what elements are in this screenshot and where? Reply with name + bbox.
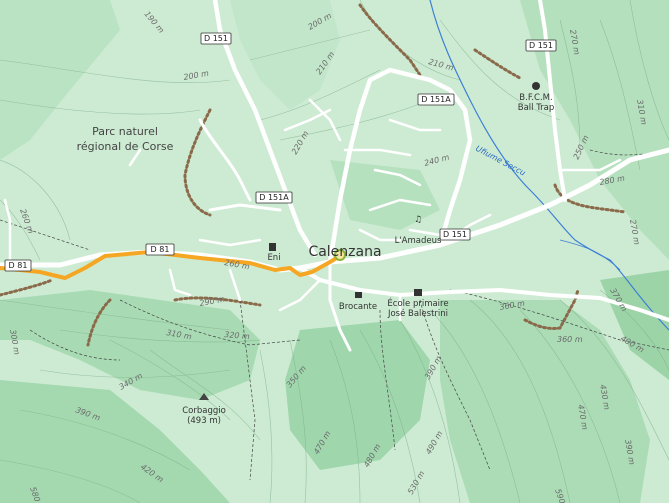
cafe-icon: ♫ <box>414 215 422 225</box>
poi-fuel[interactable]: Eni <box>267 243 281 263</box>
town-label[interactable]: Calenzana <box>308 244 381 260</box>
svg-text:José Balestrini: José Balestrini <box>387 308 448 319</box>
road-label-d151-1: D 151 <box>200 32 232 45</box>
park-label: Parc naturel <box>92 125 158 138</box>
svg-text:320 m: 320 m <box>224 330 250 341</box>
svg-text:430 m: 430 m <box>598 384 611 411</box>
svg-text:D 151: D 151 <box>443 230 467 239</box>
svg-text:270 m: 270 m <box>628 219 641 246</box>
hiking-trails <box>0 3 627 347</box>
shop-icon <box>355 292 362 298</box>
fuel-icon <box>269 243 276 251</box>
route-end-marker[interactable] <box>334 249 346 261</box>
park-label-2: régional de Corse <box>77 140 174 153</box>
svg-text:Corbaggio: Corbaggio <box>182 406 226 416</box>
svg-text:L'Amadeus: L'Amadeus <box>395 236 442 246</box>
club-icon <box>532 82 540 90</box>
svg-text:290 m: 290 m <box>199 295 226 308</box>
road-label-d151a-1: D 151A <box>417 93 455 106</box>
svg-text:D 151: D 151 <box>529 41 553 50</box>
svg-text:D 81: D 81 <box>151 245 170 254</box>
road-label-d151-2: D 151 <box>525 39 557 52</box>
svg-text:300 m: 300 m <box>8 329 21 356</box>
svg-text:310 m: 310 m <box>166 328 193 341</box>
poi-shop[interactable]: Brocante <box>339 292 377 312</box>
school-icon <box>414 289 422 296</box>
svg-text:360 m: 360 m <box>499 299 526 312</box>
road-label-d151-3: D 151 <box>439 228 471 241</box>
svg-text:B.F.C.M.: B.F.C.M. <box>519 93 552 103</box>
svg-text:(493 m): (493 m) <box>187 416 221 426</box>
svg-text:280 m: 280 m <box>599 174 626 187</box>
svg-text:470 m: 470 m <box>576 404 589 431</box>
svg-text:École primaire: École primaire <box>387 297 448 309</box>
road-label-d81-2: D 81 <box>4 259 32 272</box>
svg-text:270 m: 270 m <box>568 29 581 56</box>
svg-text:D 151A: D 151A <box>259 193 289 202</box>
svg-text:Brocante: Brocante <box>339 302 377 312</box>
svg-text:Eni: Eni <box>267 253 280 263</box>
poi-cafe[interactable]: ♫ L'Amadeus <box>395 215 442 246</box>
svg-text:260 m: 260 m <box>224 258 251 271</box>
poi-peak[interactable]: Corbaggio (493 m) <box>182 393 226 426</box>
svg-text:310 m: 310 m <box>635 99 648 126</box>
svg-text:D 151A: D 151A <box>421 95 451 104</box>
svg-text:D 151: D 151 <box>204 34 228 43</box>
poi-club[interactable]: B.F.C.M. Ball Trap <box>518 82 555 113</box>
svg-text:390 m: 390 m <box>623 439 636 466</box>
route-line <box>0 250 342 280</box>
peak-icon <box>199 393 209 400</box>
road-label-d151a-2: D 151A <box>255 191 293 204</box>
svg-text:360 m: 360 m <box>557 335 583 344</box>
footpaths <box>0 149 669 481</box>
svg-text:D 81: D 81 <box>9 261 28 270</box>
svg-text:200 m: 200 m <box>183 69 210 82</box>
svg-text:Ball Trap: Ball Trap <box>518 103 555 113</box>
road-label-d81-1: D 81 <box>145 243 175 256</box>
poi-school[interactable]: École primaire José Balestrini <box>387 289 449 319</box>
